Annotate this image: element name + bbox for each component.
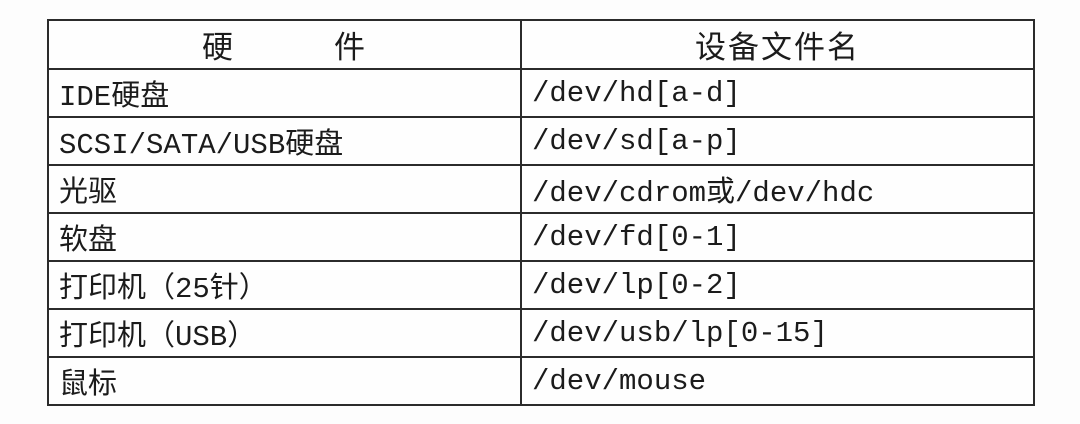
table-row: SCSI/SATA/USB硬盘 /dev/sd[a-p] [47, 116, 1035, 166]
device-cell: /dev/sd[a-p] [520, 116, 1035, 166]
device-cell: /dev/fd[0-1] [520, 212, 1035, 262]
table-row: 软盘 /dev/fd[0-1] [47, 212, 1035, 262]
column-header-hardware: 硬 件 [47, 19, 522, 70]
device-cell: /dev/usb/lp[0-15] [520, 308, 1035, 358]
table-row: 光驱 /dev/cdrom或/dev/hdc [47, 164, 1035, 214]
table-row: IDE硬盘 /dev/hd[a-d] [47, 68, 1035, 118]
device-cell: /dev/lp[0-2] [520, 260, 1035, 310]
column-header-device: 设备文件名 [520, 19, 1035, 70]
device-cell: /dev/hd[a-d] [520, 68, 1035, 118]
device-cell: /dev/cdrom或/dev/hdc [520, 164, 1035, 214]
table-row: 鼠标 /dev/mouse [47, 356, 1035, 406]
hardware-cell: 光驱 [47, 164, 522, 214]
table-row: 打印机（25针） /dev/lp[0-2] [47, 260, 1035, 310]
hardware-cell: IDE硬盘 [47, 68, 522, 118]
hardware-device-table: 硬 件 设备文件名 IDE硬盘 /dev/hd[a-d] SCSI/SATA/U… [47, 19, 1035, 406]
hardware-cell: 打印机（25针） [47, 260, 522, 310]
table-row: 打印机（USB） /dev/usb/lp[0-15] [47, 308, 1035, 358]
table-body: IDE硬盘 /dev/hd[a-d] SCSI/SATA/USB硬盘 /dev/… [47, 68, 1035, 406]
table-header: 硬 件 设备文件名 [47, 19, 1035, 70]
device-cell: /dev/mouse [520, 356, 1035, 406]
header-row: 硬 件 设备文件名 [47, 19, 1035, 70]
hardware-cell: 打印机（USB） [47, 308, 522, 358]
hardware-cell: 鼠标 [47, 356, 522, 406]
hardware-cell: SCSI/SATA/USB硬盘 [47, 116, 522, 166]
hardware-cell: 软盘 [47, 212, 522, 262]
